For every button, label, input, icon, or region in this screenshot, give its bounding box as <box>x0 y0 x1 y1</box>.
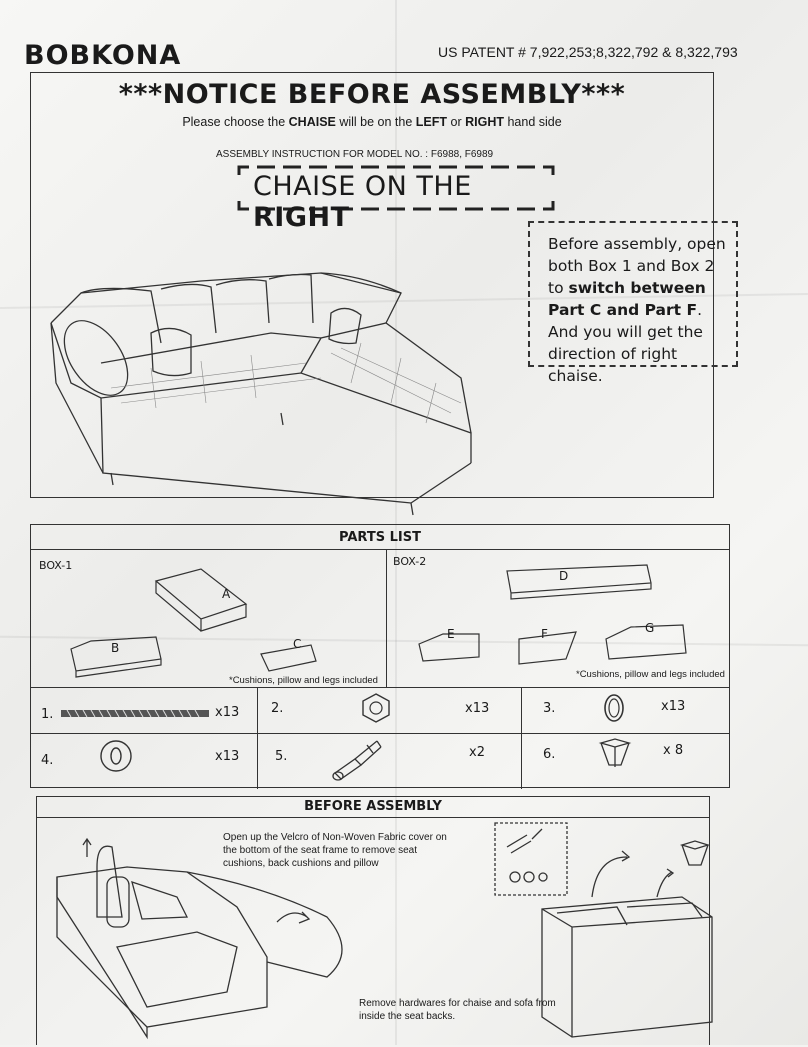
parts-list-title: PARTS LIST <box>339 530 421 545</box>
divider <box>31 687 729 688</box>
paper-crease <box>395 0 397 1045</box>
hardware-5-qty: x2 <box>469 745 485 760</box>
hardware-3-qty: x13 <box>661 699 686 714</box>
velcro-instruction: Open up the Velcro of Non-Woven Fabric c… <box>223 832 447 869</box>
wrench-icon <box>332 740 382 781</box>
patent-number: US PATENT # 7,922,253;8,322,792 & 8,322,… <box>438 44 738 60</box>
part-e-label: E <box>447 627 455 641</box>
before-assembly-illustration <box>56 822 713 1040</box>
hex-nut-icon <box>362 693 390 723</box>
hardware-1-number: 1. <box>41 707 54 722</box>
hardware-4-qty: x13 <box>215 749 240 764</box>
hardware-6-qty: x 8 <box>663 743 684 758</box>
part-d-label: D <box>559 569 569 583</box>
spring-washer-icon <box>604 694 624 722</box>
sectional-sofa-illustration <box>50 272 472 516</box>
box1-label: BOX-1 <box>39 559 73 572</box>
hardware-1-qty: x13 <box>215 705 240 720</box>
divider <box>521 687 522 789</box>
chaise-direction-banner: CHAISE ON THE RIGHT <box>231 165 561 233</box>
part-c-label: C <box>293 637 302 651</box>
hardware-removal-instruction: Remove hardwares for chaise and sofa fro… <box>359 998 556 1022</box>
divider <box>31 549 729 550</box>
bolt-icon <box>61 709 209 718</box>
box2-label: BOX-2 <box>393 555 427 568</box>
chaise-direction-text: CHAISE ON THE RIGHT <box>253 171 472 233</box>
part-a-label: A <box>222 587 231 601</box>
box2-included-note: *Cushions, pillow and legs included <box>576 669 725 680</box>
choose-side-instruction: Please choose the CHAISE will be on the … <box>182 115 562 129</box>
hardware-2-qty: x13 <box>465 701 490 716</box>
sofa-leg-icon <box>598 738 632 767</box>
divider <box>386 549 387 687</box>
part-f-label: F <box>541 627 548 641</box>
parts-drawings <box>70 564 687 678</box>
part-b-label: B <box>111 641 120 655</box>
hardware-4-number: 4. <box>41 753 54 768</box>
divider <box>31 733 729 734</box>
notice-section: ***NOTICE BEFORE ASSEMBLY*** Please choo… <box>30 72 738 516</box>
hardware-6-number: 6. <box>543 747 556 762</box>
hardware-5-number: 5. <box>275 749 288 764</box>
dashed-bracket-frame <box>237 165 555 211</box>
divider <box>37 817 709 818</box>
part-g-label: G <box>645 621 655 635</box>
box1-included-note: *Cushions, pillow and legs included <box>229 675 378 686</box>
parts-list-section: PARTS LIST BOX-1 BOX-2 A B C D E F G *Cu… <box>30 524 730 789</box>
hardware-2-number: 2. <box>271 701 284 716</box>
flat-washer-icon <box>100 740 132 772</box>
box-switch-note: Before assembly, open both Box 1 and Box… <box>528 221 738 385</box>
hardware-3-number: 3. <box>543 701 556 716</box>
notice-title: ***NOTICE BEFORE ASSEMBLY*** <box>118 79 626 110</box>
model-number-line: ASSEMBLY INSTRUCTION FOR MODEL NO. : F69… <box>216 149 494 160</box>
before-assembly-title: BEFORE ASSEMBLY <box>304 799 442 814</box>
divider <box>257 687 258 789</box>
before-assembly-section: BEFORE ASSEMBLY Open up the Velcro of No… <box>36 796 713 1045</box>
brand-logo: BOBKONA <box>24 40 182 71</box>
